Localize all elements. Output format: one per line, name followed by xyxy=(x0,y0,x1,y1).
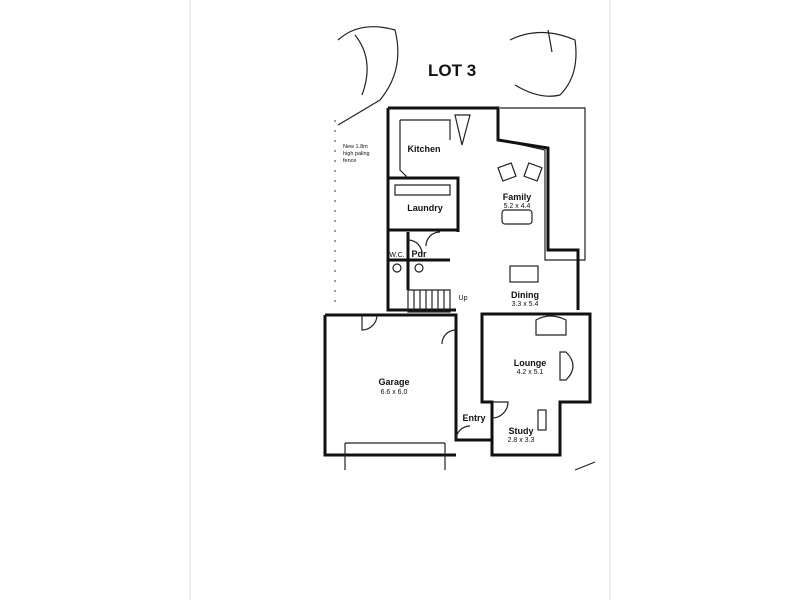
room-powder: Pdr xyxy=(411,249,427,259)
furniture xyxy=(392,162,574,431)
room-wc: W.C. xyxy=(389,252,404,259)
room-lounge-size: 4.2 x 5.1 xyxy=(517,369,544,376)
lot-label: LOT 3 xyxy=(428,61,476,80)
room-study: Study xyxy=(508,426,533,436)
staircase xyxy=(407,289,451,313)
room-garage-size: 6.6 x 6.0 xyxy=(381,389,408,396)
room-study-size: 2.8 x 3.3 xyxy=(508,437,535,444)
room-dining: Dining xyxy=(511,290,539,300)
door-swings xyxy=(361,231,509,441)
room-entry: Entry xyxy=(462,413,485,423)
room-lounge: Lounge xyxy=(514,358,547,368)
stair-up-label: Up xyxy=(459,295,468,302)
north-arrow xyxy=(574,461,596,471)
room-dining-size: 3.3 x 5.4 xyxy=(512,301,539,308)
interior-walls xyxy=(388,114,471,290)
room-family-size: 5.2 x 4.4 xyxy=(504,203,531,210)
room-kitchen: Kitchen xyxy=(407,144,440,154)
fence-note-2: high paling xyxy=(343,151,370,157)
landscaping-arcs xyxy=(337,26,577,126)
room-laundry: Laundry xyxy=(407,203,443,213)
alfresco-outline xyxy=(499,107,586,261)
fence-note-3: fence xyxy=(343,158,356,164)
room-garage: Garage xyxy=(378,377,409,387)
garage-door xyxy=(344,442,446,470)
fence-note-1: New 1.8m xyxy=(343,144,368,150)
exterior-walls xyxy=(323,106,592,457)
room-family: Family xyxy=(503,192,532,202)
